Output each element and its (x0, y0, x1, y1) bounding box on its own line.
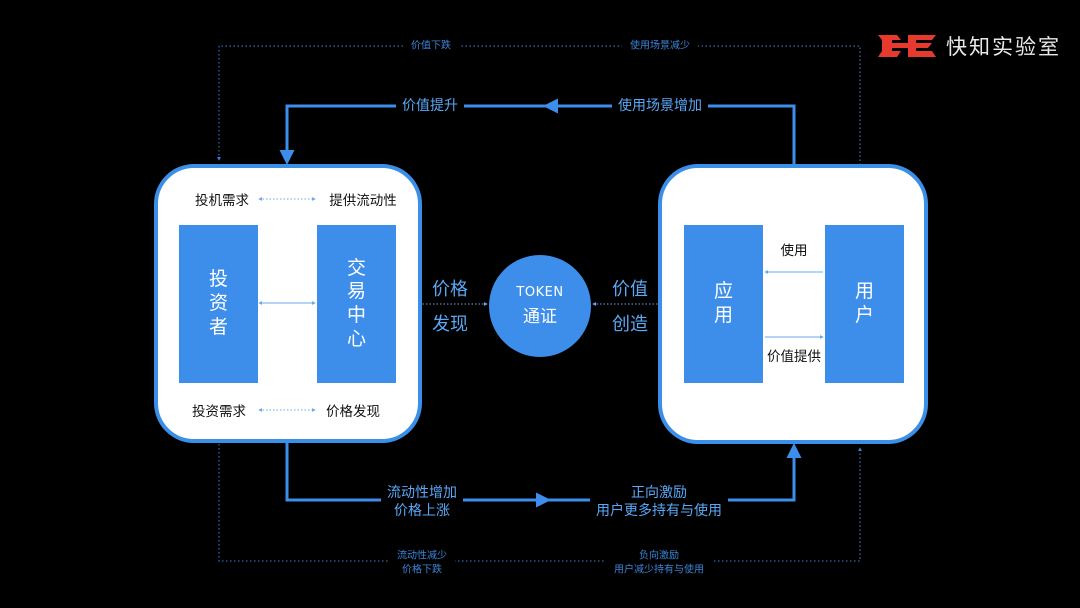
dotted-loop-bottom (218, 444, 862, 562)
exchange-center-label: 交易中心 (346, 256, 366, 350)
price-rise-label: 价格上涨 (394, 503, 450, 519)
application-label: 应用 (713, 280, 733, 326)
value-provision-label: 价值提供 (767, 349, 821, 365)
more-holding-label: 用户更多持有与使用 (596, 503, 722, 519)
red-hexagon-logo-icon (878, 35, 936, 57)
liquidity-decrease-label: 流动性减少 (397, 550, 447, 562)
value-increase-label: 价值提升 (396, 96, 464, 116)
application-bar: 应用 (684, 225, 763, 383)
investor-label: 投资者 (208, 268, 228, 338)
value-label: 价值 (612, 279, 648, 300)
creation-label: 创造 (612, 314, 648, 335)
price-label: 价格 (432, 279, 468, 300)
negative-incentive-label: 负向激励 (639, 550, 679, 562)
exchange-center-bar: 交易中心 (317, 225, 396, 383)
speculative-demand-label: 投机需求 (195, 193, 249, 209)
dotted-loop-top (217, 45, 861, 165)
user-bar: 用户 (825, 225, 904, 383)
provide-liquidity-label: 提供流动性 (329, 193, 397, 209)
token-title: TOKEN (516, 285, 564, 300)
value-decline-label: 价值下跌 (403, 39, 459, 53)
positive-incentive-label: 正向激励 (631, 484, 687, 501)
price-fall-label: 价格下跌 (402, 564, 442, 575)
less-holding-label: 用户减少持有与使用 (614, 564, 704, 575)
liquidity-increase-label: 流动性增加 (387, 484, 457, 501)
user-label: 用户 (854, 280, 874, 326)
discovery-label: 发现 (432, 314, 468, 335)
positive-incentive-block: 正向激励 用户更多持有与使用 (590, 483, 728, 521)
negative-incentive-block: 负向激励 用户减少持有与使用 (606, 549, 712, 577)
use-label: 使用 (780, 243, 808, 259)
brand-logo: 快知实验室 (878, 31, 1061, 61)
brand-name: 快知实验室 (946, 35, 1061, 59)
liquidity-increase-block: 流动性增加 价格上涨 (381, 483, 463, 521)
usage-decrease-label: 使用场景减少 (622, 39, 698, 53)
solid-loop-top (279, 104, 796, 166)
investment-demand-label: 投资需求 (192, 404, 246, 420)
investor-bar: 投资者 (179, 225, 258, 383)
token-circle: TOKEN 通证 (489, 255, 591, 357)
price-discovery-inner-label: 价格发现 (326, 404, 380, 420)
usage-increase-label: 使用场景增加 (612, 96, 708, 116)
liquidity-decrease-block: 流动性减少 价格下跌 (389, 549, 455, 577)
token-subtitle: 通证 (523, 307, 557, 327)
